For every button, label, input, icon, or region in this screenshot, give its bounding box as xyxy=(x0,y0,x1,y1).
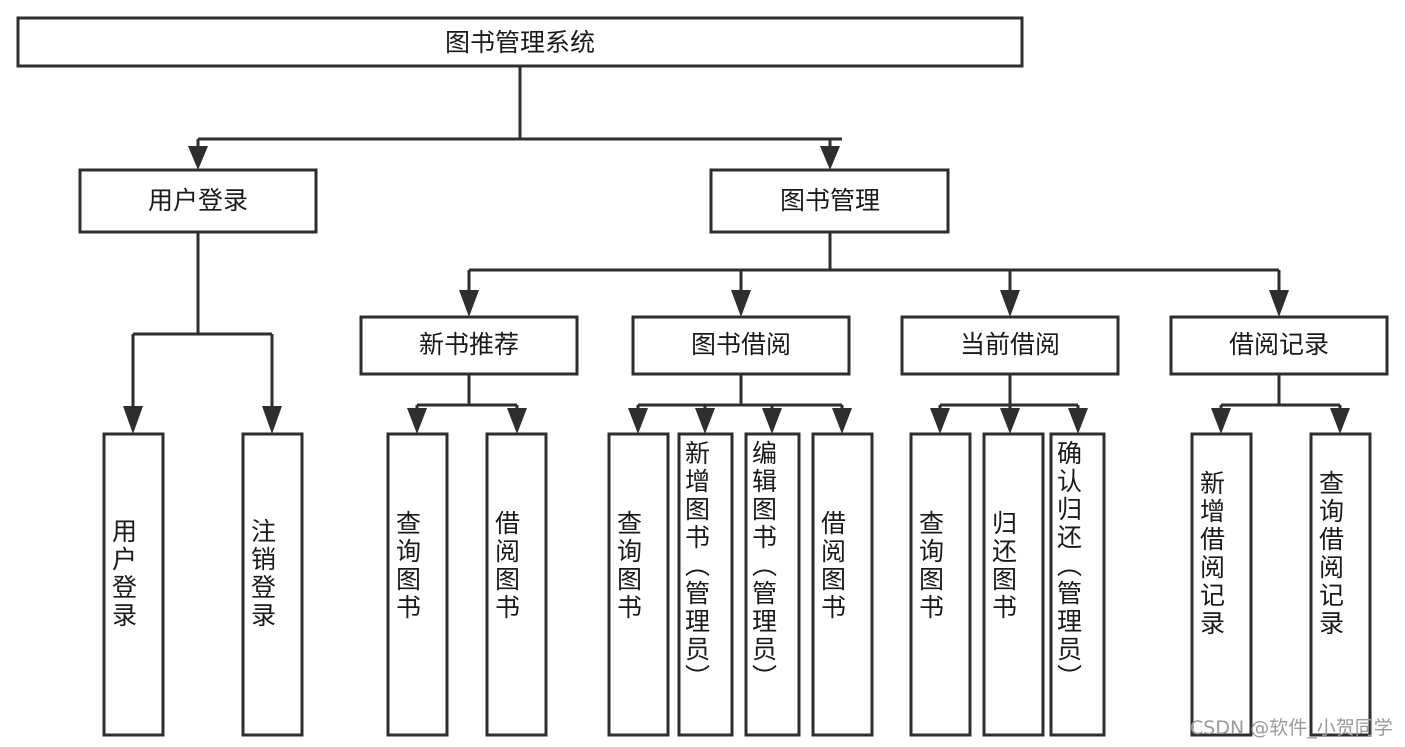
connector-book-management-to-level3 xyxy=(459,232,1289,317)
node-book-management[interactable]: 图书管理 xyxy=(709,168,950,234)
node-borrow-record-label: 借阅记录 xyxy=(1229,330,1329,359)
leaf-user-login-box[interactable] xyxy=(102,432,165,737)
leaf-query-book-current-box[interactable] xyxy=(909,432,972,737)
arrow-head-book-management xyxy=(820,146,840,170)
connector-book-borrow-to-leaves xyxy=(628,374,852,434)
leaf-query-borrow-record-box[interactable] xyxy=(1309,432,1372,737)
node-book-borrow-label: 图书借阅 xyxy=(691,330,791,359)
arrow-head-leaf-logout-login xyxy=(262,406,282,434)
leaf-return-book-box[interactable] xyxy=(982,432,1045,737)
arrow-head-leaf-add-borrow-record xyxy=(1211,408,1231,434)
leaf-add-borrow-record-box[interactable] xyxy=(1190,432,1253,737)
arrow-head-user-login xyxy=(188,146,208,170)
arrow-head-leaf-add-book-admin xyxy=(695,408,715,434)
leaf-edit-book-admin-box[interactable] xyxy=(744,432,801,737)
connector-user-login-to-leaves xyxy=(123,232,282,434)
arrow-head-leaf-query-borrow-record xyxy=(1330,408,1350,434)
arrow-head-current-borrow xyxy=(1000,290,1020,317)
arrow-head-new-book-recommend xyxy=(459,290,479,317)
arrow-head-leaf-borrow-book xyxy=(832,408,852,434)
connector-borrow-record-to-leaves xyxy=(1211,374,1350,434)
node-book-management-label: 图书管理 xyxy=(780,186,880,215)
node-borrow-record[interactable]: 借阅记录 xyxy=(1169,315,1389,376)
leaf-query-book-borrow-box[interactable] xyxy=(607,432,670,737)
leaf-boxes xyxy=(102,432,1372,737)
node-user-login-label: 用户登录 xyxy=(148,186,248,215)
node-current-borrow-label: 当前借阅 xyxy=(960,330,1060,359)
node-current-borrow[interactable]: 当前借阅 xyxy=(900,315,1120,376)
arrow-head-leaf-query-book-borrow xyxy=(628,408,648,434)
leaf-logout-login-box[interactable] xyxy=(241,432,304,737)
node-root-box[interactable] xyxy=(16,16,1024,68)
csdn-watermark: CSDN @软件_小贺同学 xyxy=(1190,717,1393,739)
leaf-add-book-admin-box[interactable] xyxy=(677,432,734,737)
node-new-book-recommend-box[interactable] xyxy=(359,315,579,376)
arrow-head-leaf-borrow-book-recommend xyxy=(507,408,527,434)
leaf-query-book-recommend-box[interactable] xyxy=(386,432,449,737)
node-new-book-recommend[interactable]: 新书推荐 xyxy=(359,315,579,376)
arrow-head-leaf-confirm-return-admin xyxy=(1068,408,1088,434)
node-current-borrow-box[interactable] xyxy=(900,315,1120,376)
node-book-management-box[interactable] xyxy=(709,168,950,234)
node-borrow-record-box[interactable] xyxy=(1169,315,1389,376)
connector-current-borrow-to-leaves xyxy=(930,374,1088,434)
connector-root-to-level2 xyxy=(188,66,842,170)
arrow-head-leaf-user-login xyxy=(123,406,143,434)
arrow-head-leaf-query-book-recommend xyxy=(407,408,427,434)
node-book-borrow-box[interactable] xyxy=(631,315,851,376)
leaf-confirm-return-admin-box[interactable] xyxy=(1049,432,1106,737)
arrow-head-leaf-query-book-current xyxy=(930,408,950,434)
node-new-book-recommend-label: 新书推荐 xyxy=(419,330,519,359)
arrow-head-leaf-edit-book-admin xyxy=(762,408,782,434)
arrow-head-leaf-return-book xyxy=(1000,408,1020,434)
node-user-login-box[interactable] xyxy=(78,168,318,234)
node-user-login[interactable]: 用户登录 xyxy=(78,168,318,234)
node-book-borrow[interactable]: 图书借阅 xyxy=(631,315,851,376)
leaf-borrow-book-box[interactable] xyxy=(811,432,874,737)
node-root[interactable]: 图书管理系统 xyxy=(16,16,1024,68)
leaf-borrow-book-recommend-box[interactable] xyxy=(485,432,548,737)
node-root-label: 图书管理系统 xyxy=(445,28,595,57)
arrow-head-borrow-record xyxy=(1269,290,1289,317)
arrow-head-book-borrow xyxy=(731,290,751,317)
connector-new-book-recommend-to-leaves xyxy=(407,374,527,434)
